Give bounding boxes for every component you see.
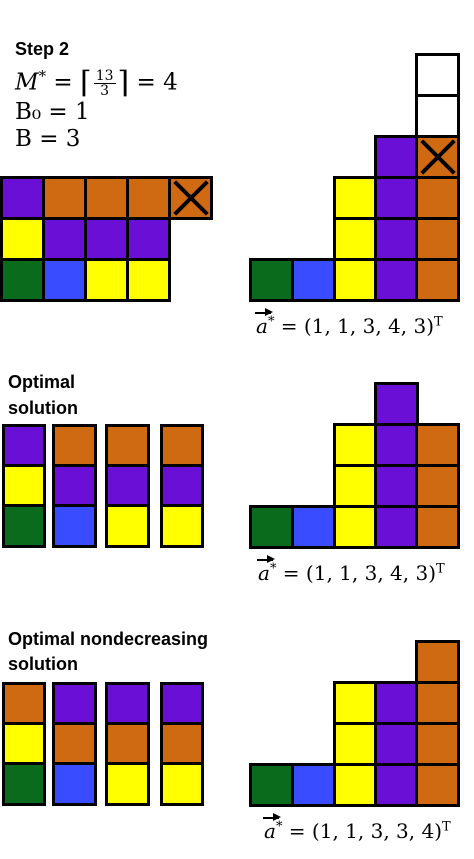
step2-title: Step 2	[15, 39, 70, 59]
s3-right-c5-r3	[415, 681, 460, 725]
s3-right-c3-r1	[333, 763, 378, 807]
s3-right-c5-r2	[415, 722, 460, 766]
s2-right-c3-r2	[333, 464, 378, 508]
s2-right-c4-r2	[374, 464, 419, 508]
s1-left-yellow-a	[84, 258, 129, 302]
s1-right-c4-r2	[374, 217, 419, 261]
b0-formula: B₀ = 1	[15, 99, 90, 125]
s3-left-c4-bot	[160, 762, 204, 806]
s1-right-c5-empty-b	[415, 53, 460, 97]
m-star-sup: *	[38, 67, 47, 85]
s3-right-c4-r1	[374, 763, 419, 807]
s3-right-blue	[291, 763, 336, 807]
s3-left-c2-top	[52, 682, 97, 725]
s1-right-c5-empty-a	[415, 94, 460, 138]
s1-left-orange-b	[84, 176, 129, 220]
s3-left-c4-mid	[160, 722, 204, 765]
optimal-vector: (1, 1, 3, 4, 3)	[305, 561, 437, 585]
s1-left-orange-c	[126, 176, 171, 220]
s1-left-yellow-c	[0, 217, 45, 261]
s2-right-c4-r4	[374, 382, 419, 426]
m-star-rhs: = 4	[136, 69, 178, 96]
nondecreasing-title-line1: Optimal nondecreasing	[8, 629, 209, 649]
step2-vector-label: a* = (1, 1, 3, 4, 3)T	[255, 308, 443, 338]
s3-left-c1-mid	[2, 722, 46, 765]
s2-left-c3-bot	[105, 504, 150, 548]
s3-left-c4-top	[160, 682, 204, 725]
s3-left-c3-bot	[105, 762, 150, 806]
s1-left-green	[0, 258, 45, 302]
s2-left-c2-top	[52, 424, 97, 467]
s1-right-c3-r1	[333, 258, 378, 302]
s2-left-c1-bot	[2, 504, 46, 548]
s3-left-c3-top	[105, 682, 150, 725]
s2-left-c3-mid	[105, 464, 150, 507]
cross-icon	[415, 135, 460, 179]
s2-left-c2-bot	[52, 504, 97, 548]
s3-left-c2-bot	[52, 762, 97, 806]
s1-left-purple-c	[126, 217, 171, 261]
s1-right-c5-r1	[415, 258, 460, 302]
optimal-title-line1: Optimal	[8, 372, 76, 392]
optimal-title-line2: solution	[8, 398, 78, 418]
s1-left-purple-d	[0, 176, 45, 220]
s3-right-c3-r3	[333, 681, 378, 725]
cross-icon	[168, 176, 213, 220]
s1-right-c4-r4	[374, 135, 419, 179]
s3-left-c2-mid	[52, 722, 97, 765]
s2-left-c4-top	[160, 424, 204, 467]
s1-right-c5-r2	[415, 217, 460, 261]
s1-left-purple-b	[84, 217, 129, 261]
s1-right-blue	[291, 258, 336, 302]
s2-left-c1-top	[2, 424, 46, 467]
b-formula: B = 3	[15, 126, 81, 152]
s1-right-c3-r3	[333, 176, 378, 220]
s3-right-c3-r2	[333, 722, 378, 766]
s1-left-yellow-b	[126, 258, 171, 302]
s3-right-c5-r1	[415, 763, 460, 807]
step2-vector: (1, 1, 3, 4, 3)	[303, 314, 435, 338]
nondecreasing-vector: (1, 1, 3, 3, 4)	[311, 819, 443, 843]
s2-right-c5-r2	[415, 464, 460, 508]
s3-left-c1-bot	[2, 762, 46, 806]
s3-left-c3-mid	[105, 722, 150, 765]
s2-left-c4-bot	[160, 504, 204, 548]
optimal-vector-label: a* = (1, 1, 3, 4, 3)T	[257, 555, 445, 585]
s1-right-c4-r3	[374, 176, 419, 220]
s3-right-c5-r4	[415, 640, 460, 684]
s2-right-blue	[291, 505, 336, 549]
s2-right-c3-r1	[333, 505, 378, 549]
s1-right-c4-r1	[374, 258, 419, 302]
s3-right-green	[249, 763, 294, 807]
s1-left-purple-a	[42, 217, 87, 261]
s1-left-blue	[42, 258, 87, 302]
s1-right-c5-r3	[415, 176, 460, 220]
s1-right-c3-r2	[333, 217, 378, 261]
s2-left-c4-mid	[160, 464, 204, 507]
s2-left-c2-mid	[52, 464, 97, 507]
nondecreasing-vector-label: a* = (1, 1, 3, 3, 4)T	[263, 813, 451, 843]
s2-right-c5-r3	[415, 423, 460, 467]
nondecreasing-title-line2: solution	[8, 654, 78, 674]
s2-left-c1-mid	[2, 464, 46, 507]
s3-left-c1-top	[2, 682, 46, 725]
s3-right-c4-r2	[374, 722, 419, 766]
m-star-lhs: M	[15, 69, 39, 96]
s2-right-c3-r3	[333, 423, 378, 467]
s2-right-c4-r1	[374, 505, 419, 549]
s2-right-c5-r1	[415, 505, 460, 549]
s2-right-c4-r3	[374, 423, 419, 467]
s3-right-c4-r3	[374, 681, 419, 725]
s2-left-c3-top	[105, 424, 150, 467]
s1-left-orange-a	[42, 176, 87, 220]
s2-right-green	[249, 505, 294, 549]
s1-right-green	[249, 258, 294, 302]
